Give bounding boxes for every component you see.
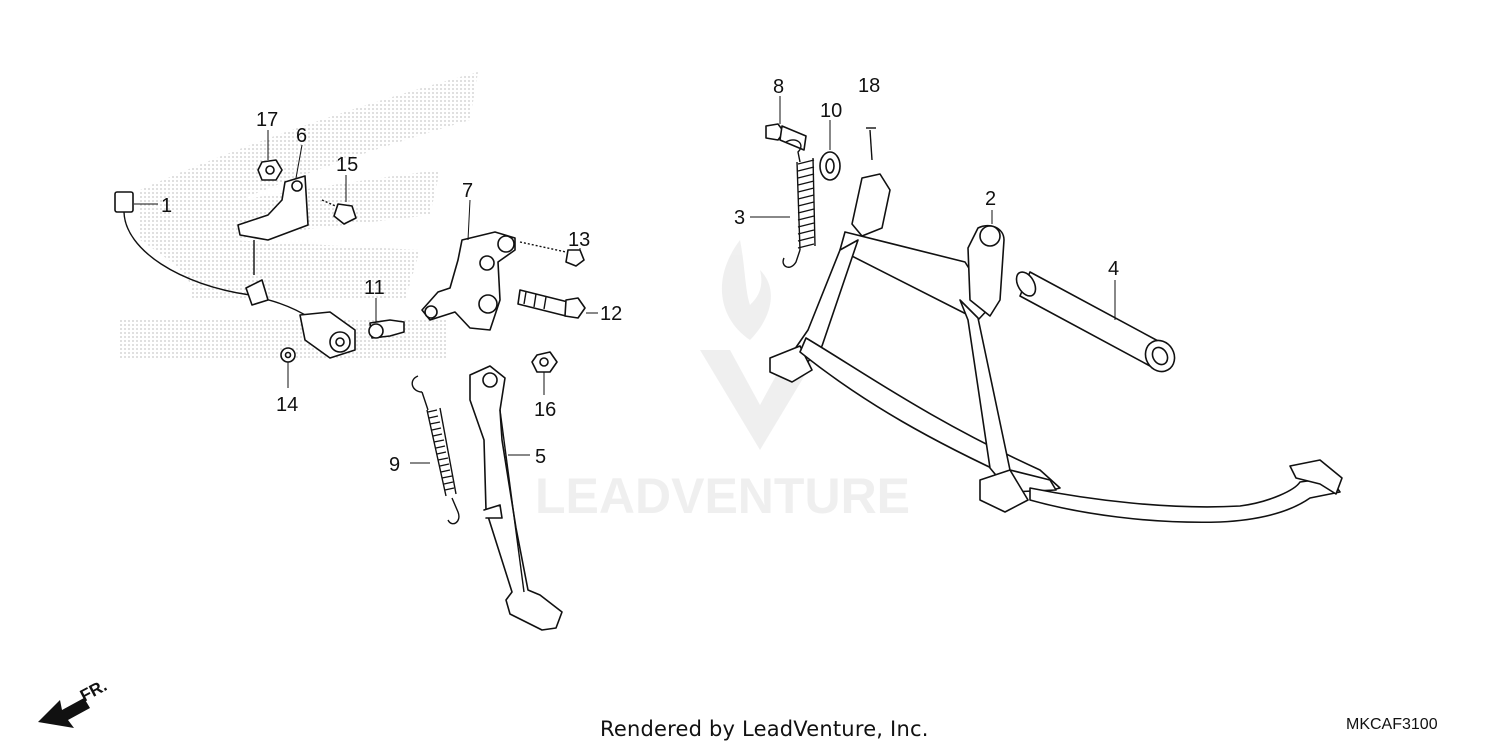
part-pin-18 [866,127,876,161]
part-pivot-pin-11 [368,319,405,339]
footer-credit: Rendered by LeadVenture, Inc. [600,717,929,741]
part-washer-10 [819,151,841,181]
part-nut-17 [257,159,283,181]
part-spring-3 [782,139,816,268]
callout-5: 5 [535,446,546,468]
watermark-text: LEADVENTURE [535,468,910,524]
part-stand-bracket-7 [421,231,516,331]
part-bolt-12 [517,289,586,319]
front-direction-arrow: FR. [38,676,110,728]
callout-10: 10 [820,100,842,122]
callout-17: 17 [256,109,278,131]
callout-15: 15 [336,154,358,176]
callouts: 1 2 3 4 5 6 7 8 9 10 11 12 13 14 15 16 1… [161,75,1119,476]
part-side-stand-switch [114,191,356,359]
leader-lines [134,96,1116,464]
part-bolt-8 [765,123,807,151]
part-bolt-15 [321,199,357,225]
part-clip-14 [280,347,296,363]
callout-9: 9 [389,454,400,476]
diagram-code: MKCAF3100 [1346,716,1438,733]
callout-14: 14 [276,394,298,416]
callout-11: 11 [364,277,385,299]
callout-2: 2 [985,188,996,210]
part-bolt-13 [519,241,585,267]
callout-1: 1 [161,195,172,217]
part-side-stand-5 [469,365,563,631]
part-pipe-4 [1015,271,1176,373]
callout-4: 4 [1108,258,1119,280]
callout-18: 18 [858,75,880,97]
part-nut-16 [531,351,558,373]
callout-12: 12 [600,303,622,325]
part-main-stand-2 [769,173,1343,524]
part-spring-9 [411,375,460,525]
callout-13: 13 [568,229,590,251]
callout-3: 3 [734,207,745,229]
callout-8: 8 [773,76,784,98]
part-bracket [237,175,309,275]
callout-16: 16 [534,399,556,421]
callout-6: 6 [296,125,307,147]
callout-7: 7 [462,180,473,202]
